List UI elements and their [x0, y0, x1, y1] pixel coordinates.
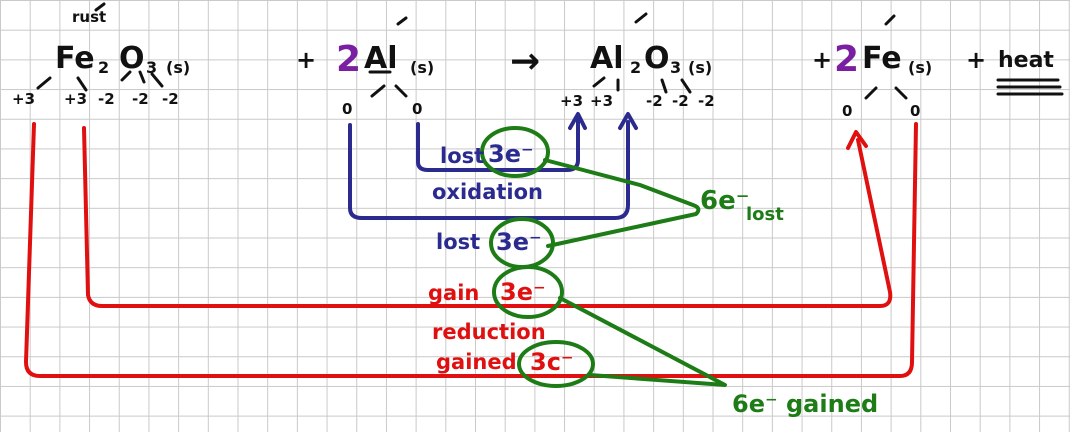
- ox-num-al2o3-o-2: -2: [672, 92, 689, 110]
- reduction-label: reduction: [432, 320, 546, 344]
- oxidation-label: oxidation: [432, 180, 543, 204]
- fe2o3-o: O: [119, 41, 145, 76]
- lost-label-2: lost: [436, 230, 481, 254]
- gain-label: gain: [428, 281, 480, 305]
- al2o3-al-subscript: 2: [630, 58, 642, 77]
- al2o3-al: Al: [590, 41, 624, 76]
- reaction-arrow: →: [510, 41, 541, 82]
- fe2o3-fe-subscript: 2: [98, 58, 110, 77]
- ox-num-al2o3-o-3: -2: [698, 92, 715, 110]
- oxidation-brackets: [348, 112, 638, 220]
- reduction-brackets: [24, 122, 918, 378]
- ox-num-al2o3-al-2: +3: [590, 92, 614, 110]
- ox-num-fe-2: +3: [64, 90, 88, 108]
- ox-num-fe-left: 0: [842, 102, 853, 120]
- ox-num-o-3: -2: [162, 90, 179, 108]
- electrons-label-4: 3c⁻: [530, 348, 574, 376]
- electrons-label-2: 3e⁻: [496, 228, 542, 256]
- al2o3-o: O: [644, 41, 670, 76]
- al2o3-o-subscript: 3: [670, 58, 682, 77]
- electrons-label-3: 3e⁻: [500, 278, 546, 306]
- ox-num-o-2: -2: [132, 90, 149, 108]
- ox-num-al2o3-al-1: +3: [560, 92, 584, 110]
- fe2o3-fe: Fe: [55, 41, 95, 76]
- al2o3-state: (s): [688, 58, 713, 77]
- plus-sign-1: +: [296, 46, 317, 74]
- electrons-label-1: 3e⁻: [488, 140, 534, 168]
- al-reactant-state: (s): [410, 58, 435, 77]
- ox-num-o-1: -2: [98, 90, 115, 108]
- fe2o3-state: (s): [166, 58, 191, 77]
- fe-coefficient: 2: [834, 39, 860, 80]
- heat-label: heat: [998, 48, 1054, 73]
- plus-sign-3: +: [966, 46, 987, 74]
- al-coefficient: 2: [336, 39, 362, 80]
- bond-ticks: [36, 2, 1064, 100]
- lost-label-1: lost: [440, 144, 485, 168]
- six-electrons-lost-subscript: lost: [746, 204, 784, 225]
- fe2o3-o-subscript: 3: [146, 58, 158, 77]
- ox-num-fe-right: 0: [910, 102, 921, 120]
- fe-product-state: (s): [908, 58, 933, 77]
- ox-num-al-left: 0: [342, 100, 353, 118]
- plus-sign-2: +: [812, 46, 833, 74]
- fe-product-symbol: Fe: [862, 41, 902, 76]
- electron-links: [480, 126, 727, 388]
- rust-label: rust: [72, 8, 107, 26]
- ox-num-al2o3-o-1: -2: [646, 92, 663, 110]
- al-reactant-symbol: Al: [364, 41, 398, 76]
- ox-num-fe-1: +3: [12, 90, 36, 108]
- six-electrons-gained: 6e⁻ gained: [732, 390, 879, 418]
- six-electrons-lost: 6e⁻: [700, 186, 750, 216]
- ox-num-al-right: 0: [412, 100, 423, 118]
- gained-label: gained: [436, 350, 517, 374]
